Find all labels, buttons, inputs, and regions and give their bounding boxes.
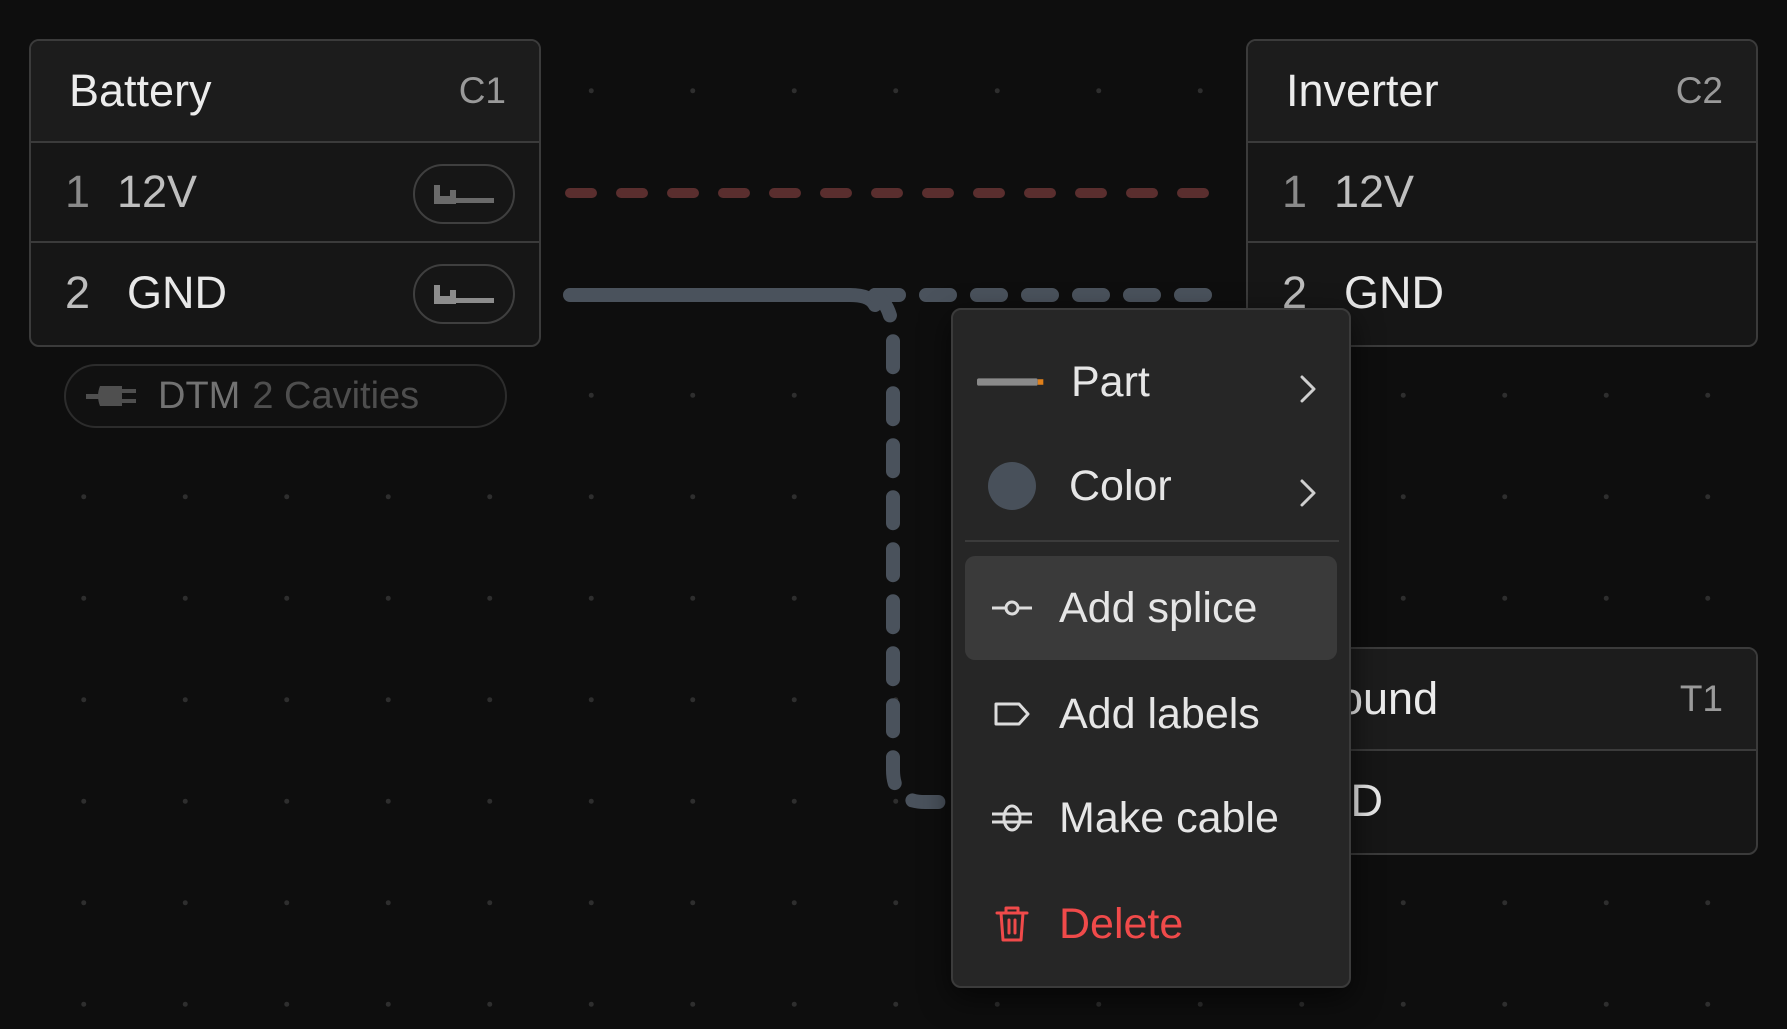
terminal-icon (434, 285, 494, 304)
pin-label: 12V (1334, 166, 1415, 217)
tag-icon (977, 701, 1047, 727)
node-title: Battery (69, 65, 212, 116)
pin-label: 12V (117, 166, 198, 217)
pin-row-2[interactable]: 2 GND (31, 243, 539, 343)
menu-item-part[interactable]: Part (965, 330, 1337, 434)
menu-item-delete[interactable]: Delete (965, 872, 1337, 976)
splice-icon (977, 598, 1047, 618)
node-title: ound (1338, 673, 1439, 724)
wire-gnd-selected[interactable] (563, 288, 882, 312)
pin-number: 1 (65, 166, 91, 217)
wire-part-icon (977, 375, 1047, 389)
node-header[interactable]: Inverter C2 (1248, 41, 1756, 143)
menu-divider (965, 540, 1339, 542)
connector-name: DTM (158, 374, 241, 417)
menu-item-add-labels[interactable]: Add labels (965, 662, 1337, 766)
menu-item-make-cable[interactable]: Make cable (965, 766, 1337, 870)
pin-label: GND (1344, 267, 1444, 318)
node-code: C1 (458, 70, 506, 111)
node-code: C2 (1675, 70, 1723, 111)
node-header[interactable]: Battery C1 (31, 41, 539, 143)
trash-icon (977, 905, 1047, 943)
menu-item-label: Color (1069, 461, 1172, 510)
cable-icon (977, 803, 1047, 833)
menu-item-label: Make cable (1059, 793, 1279, 842)
terminal-button[interactable] (413, 164, 515, 224)
node-title: Inverter (1286, 65, 1439, 116)
wire-context-menu: Part Color Add splice (951, 308, 1351, 988)
pin-number: 2 (65, 267, 91, 318)
node-code: T1 (1679, 678, 1723, 719)
menu-item-add-splice[interactable]: Add splice (965, 556, 1337, 660)
pin-row-1[interactable]: 1 12V (31, 143, 539, 243)
menu-item-label: Part (1071, 357, 1150, 406)
color-swatch-icon (977, 461, 1047, 511)
inverter-connector-node[interactable]: Inverter C2 1 12V 2 GND (1246, 39, 1758, 347)
connector-cavities: 2 Cavities (252, 374, 420, 417)
menu-item-color[interactable]: Color (965, 434, 1337, 538)
plug-icon (86, 386, 136, 406)
connector-type-pill[interactable]: DTM 2 Cavities (64, 364, 507, 428)
menu-item-label: Add splice (1059, 583, 1258, 632)
menu-item-label: Delete (1059, 899, 1184, 948)
terminal-icon (434, 185, 494, 204)
battery-connector-node[interactable]: Battery C1 1 12V 2 GND (29, 39, 541, 347)
chevron-right-icon (1299, 470, 1317, 519)
pin-row-2[interactable]: 2 GND (1248, 243, 1756, 343)
pin-label: GND (127, 267, 227, 318)
chevron-right-icon (1299, 366, 1317, 415)
wire-gnd-to-ground[interactable] (868, 288, 957, 809)
terminal-button[interactable] (413, 264, 515, 324)
pin-number: 1 (1282, 166, 1308, 217)
pin-row-1[interactable]: 1 12V (1248, 143, 1756, 243)
menu-item-label: Add labels (1059, 689, 1260, 738)
